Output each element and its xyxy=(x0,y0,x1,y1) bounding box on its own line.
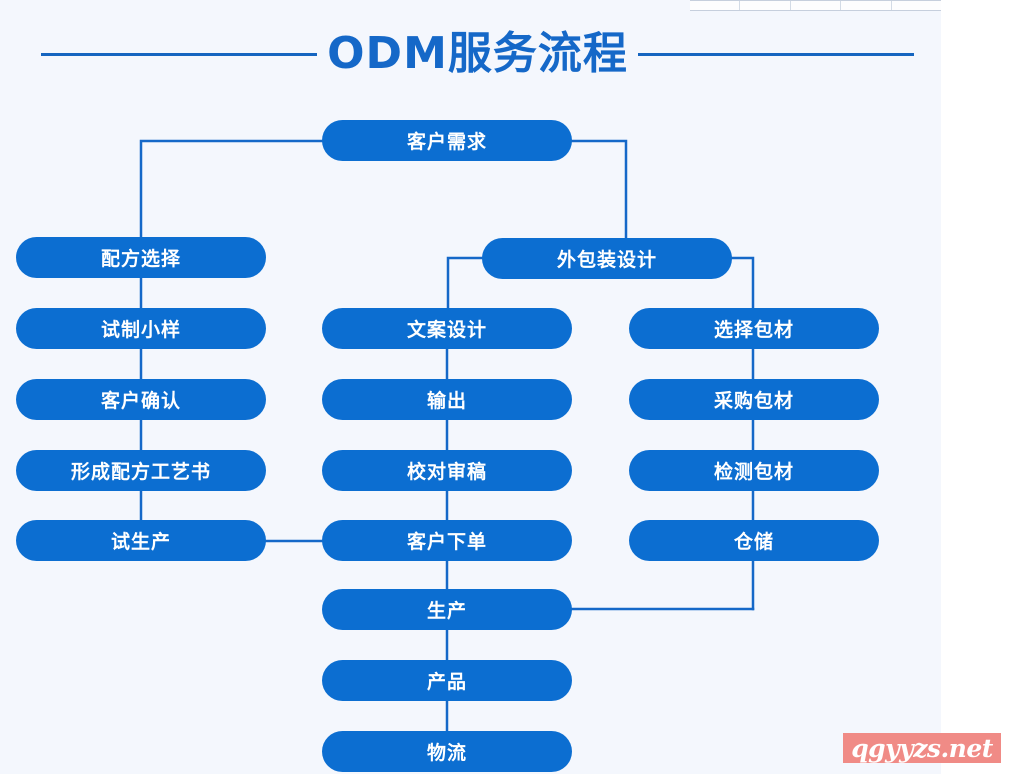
node-warehousing[interactable]: 仓储 xyxy=(629,520,879,561)
node-label: 形成配方工艺书 xyxy=(70,461,211,483)
artifact-cell xyxy=(791,1,842,10)
node-label: 采购包材 xyxy=(713,390,794,412)
node-product[interactable]: 产品 xyxy=(322,660,572,701)
node-label: 外包装设计 xyxy=(556,249,657,271)
artifact-cell xyxy=(690,1,741,10)
node-label: 客户下单 xyxy=(406,531,487,553)
node-label: 试制小样 xyxy=(100,319,181,341)
node-label: 校对审稿 xyxy=(406,461,487,483)
node-label: 检测包材 xyxy=(713,461,794,483)
node-purchase-packaging-material[interactable]: 采购包材 xyxy=(629,379,879,420)
title-rule-right xyxy=(637,52,914,56)
page-title: ODM服务流程 xyxy=(327,28,628,79)
node-label: 输出 xyxy=(426,390,467,412)
node-copywriting-design[interactable]: 文案设计 xyxy=(322,308,572,349)
spreadsheet-row-artifact xyxy=(690,0,941,11)
node-formula-selection[interactable]: 配方选择 xyxy=(16,237,266,278)
watermark-text: qgyyzs.net xyxy=(851,733,993,763)
node-label: 文案设计 xyxy=(406,319,487,341)
node-label: 仓储 xyxy=(733,531,774,553)
title-row: ODM服务流程 xyxy=(0,26,941,82)
node-trial-production[interactable]: 试生产 xyxy=(16,520,266,561)
artifact-cell xyxy=(841,1,892,10)
artifact-cell xyxy=(740,1,791,10)
node-select-packaging-material[interactable]: 选择包材 xyxy=(629,308,879,349)
node-label: 物流 xyxy=(426,742,467,764)
node-customer-order[interactable]: 客户下单 xyxy=(322,520,572,561)
title-rule-left xyxy=(41,52,318,56)
node-proofreading-review[interactable]: 校对审稿 xyxy=(322,450,572,491)
node-label: 产品 xyxy=(426,671,467,693)
node-label: 客户需求 xyxy=(406,131,487,153)
node-formula-process-document[interactable]: 形成配方工艺书 xyxy=(16,450,266,491)
node-label: 试生产 xyxy=(110,531,171,553)
node-outer-packaging-design[interactable]: 外包装设计 xyxy=(482,238,732,279)
node-customer-requirement[interactable]: 客户需求 xyxy=(322,120,572,161)
node-production[interactable]: 生产 xyxy=(322,589,572,630)
node-trial-sample[interactable]: 试制小样 xyxy=(16,308,266,349)
node-output[interactable]: 输出 xyxy=(322,379,572,420)
node-label: 选择包材 xyxy=(713,319,794,341)
artifact-cell xyxy=(892,1,941,10)
node-logistics[interactable]: 物流 xyxy=(322,731,572,772)
node-inspect-packaging-material[interactable]: 检测包材 xyxy=(629,450,879,491)
node-label: 生产 xyxy=(426,600,467,622)
node-label: 客户确认 xyxy=(100,390,181,412)
node-customer-confirmation[interactable]: 客户确认 xyxy=(16,379,266,420)
watermark: qgyyzs.net xyxy=(843,733,1001,763)
node-label: 配方选择 xyxy=(100,248,181,270)
